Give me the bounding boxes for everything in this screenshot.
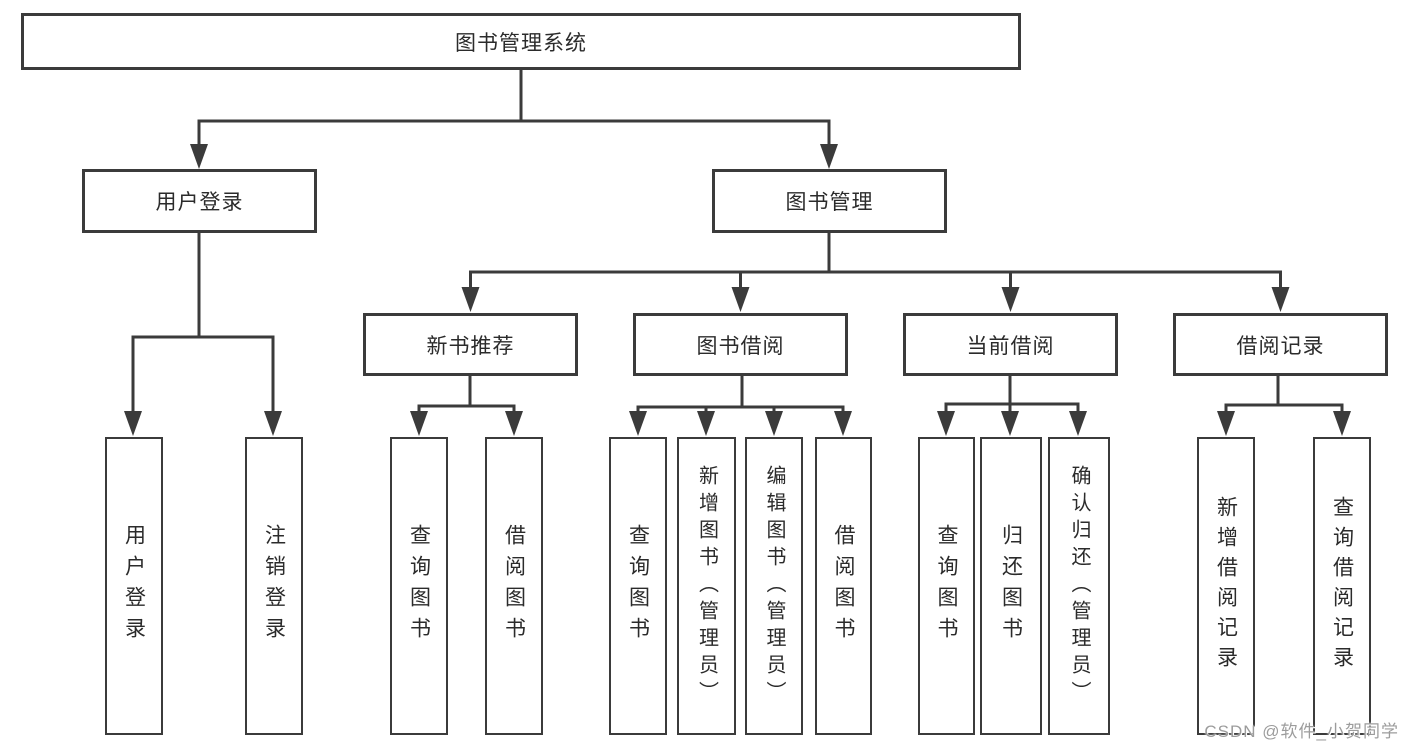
node-user-login-label: 用户登录 — [155, 191, 244, 214]
node-borrow-records: 借阅记录 — [1173, 313, 1388, 376]
node-current-borrow-label: 当前借阅 — [966, 334, 1055, 358]
leaf-user-login-label: 用户登录 — [122, 524, 146, 648]
leaf-borrow-books-recommend-label: 借阅图书 — [502, 524, 526, 648]
leaf-query-books-recommend-label: 查询图书 — [407, 524, 431, 648]
leaf-query-books-borrow-label: 查询图书 — [626, 524, 650, 648]
node-current-borrow: 当前借阅 — [903, 313, 1118, 376]
leaf-borrow-books-label: 借阅图书 — [832, 524, 855, 648]
leaf-add-borrow-record: 新增借阅记录 — [1197, 437, 1255, 735]
node-new-book-recommend-label: 新书推荐 — [426, 334, 515, 358]
node-borrow-records-label: 借阅记录 — [1236, 334, 1325, 358]
leaf-query-books-current-label: 查询图书 — [935, 524, 958, 648]
arrowheads — [124, 144, 1351, 436]
leaf-confirm-return-admin-label: 确认归还（管理员） — [1068, 464, 1090, 708]
leaf-edit-books-admin-label: 编辑图书（管理员） — [763, 464, 785, 708]
leaf-query-books-current: 查询图书 — [918, 437, 975, 735]
leaf-logout: 注销登录 — [245, 437, 303, 735]
node-book-management: 图书管理 — [712, 169, 947, 233]
leaf-query-books-recommend: 查询图书 — [390, 437, 448, 735]
leaf-confirm-return-admin: 确认归还（管理员） — [1048, 437, 1110, 735]
leaf-borrow-books-recommend: 借阅图书 — [485, 437, 543, 735]
leaf-return-books: 归还图书 — [980, 437, 1042, 735]
leaf-query-borrow-record-label: 查询借阅记录 — [1330, 496, 1354, 676]
leaf-user-login: 用户登录 — [105, 437, 163, 735]
node-book-borrow: 图书借阅 — [633, 313, 848, 376]
leaf-add-books-admin: 新增图书（管理员） — [677, 437, 736, 735]
node-user-login: 用户登录 — [82, 169, 317, 233]
leaf-query-books-borrow: 查询图书 — [609, 437, 667, 735]
leaf-add-books-admin-label: 新增图书（管理员） — [695, 464, 718, 708]
node-new-book-recommend: 新书推荐 — [363, 313, 578, 376]
leaf-return-books-label: 归还图书 — [999, 524, 1023, 648]
node-root-system: 图书管理系统 — [21, 13, 1021, 70]
csdn-watermark: CSDN @软件_小贺同学 — [1204, 722, 1399, 741]
leaf-add-borrow-record-label: 新增借阅记录 — [1214, 496, 1238, 676]
leaf-borrow-books: 借阅图书 — [815, 437, 872, 735]
node-book-borrow-label: 图书借阅 — [696, 334, 785, 358]
node-root-label: 图书管理系统 — [455, 31, 587, 55]
leaf-edit-books-admin: 编辑图书（管理员） — [745, 437, 803, 735]
leaf-logout-label: 注销登录 — [262, 524, 286, 648]
leaf-query-borrow-record: 查询借阅记录 — [1313, 437, 1371, 735]
node-book-management-label: 图书管理 — [785, 191, 874, 214]
